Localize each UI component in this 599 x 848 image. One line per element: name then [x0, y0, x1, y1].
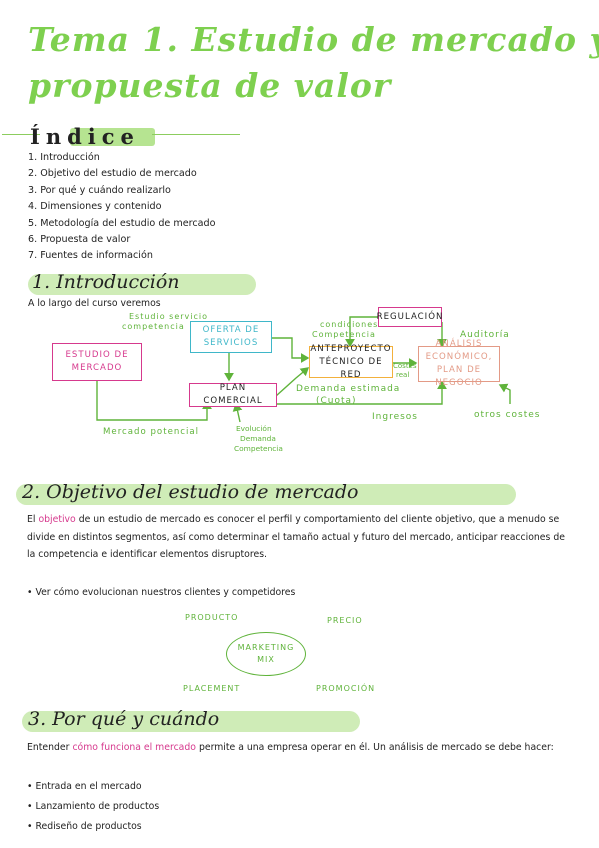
- arrow-plan-to-ante: [275, 367, 310, 397]
- label-evolucion: Evolución: [236, 424, 272, 433]
- arrow-reg-to-ante: [345, 316, 378, 348]
- arrow-plan-to-analisis: [276, 380, 447, 405]
- section2-para-rest: de un estudio de mercado es conocer el p…: [27, 514, 565, 560]
- arrow-oferta-to-ante: [271, 337, 310, 363]
- label-real: real: [396, 371, 410, 379]
- label-ingresos: Ingresos: [372, 412, 418, 422]
- section3-bullet: • Rediseño de productos: [27, 821, 142, 832]
- mix-producto: PRODUCTO: [185, 613, 239, 622]
- index-rule-right: [152, 134, 240, 135]
- section2-bullet: • Ver cómo evolucionan nuestros clientes…: [27, 587, 296, 598]
- box-regulacion: REGULACIÓN: [377, 307, 442, 327]
- label-demanda: Demanda: [240, 434, 276, 443]
- arrow-evolucion-to-plan: [232, 402, 243, 423]
- index-list: 1. Introducción 2. Objetivo del estudio …: [28, 150, 215, 265]
- page-title-line2: propuesta de valor: [28, 66, 392, 105]
- index-item: 7. Fuentes de información: [28, 250, 153, 262]
- flow-diagram: [96, 316, 511, 423]
- label-estudio-servicio: Estudio servicio: [129, 312, 209, 321]
- section3-bullet: • Lanzamiento de productos: [27, 801, 160, 812]
- section3-para-rest: permite a una empresa operar en él. Un a…: [198, 742, 554, 753]
- label-competencia-2: Competencia: [312, 330, 376, 339]
- index-highlight: [70, 128, 155, 146]
- section1-heading: 1. Introducción: [32, 271, 180, 293]
- index-item: 3. Por qué y cuándo realizarlo: [28, 184, 171, 196]
- mix-center: MARKETING MIX: [237, 643, 295, 664]
- index-item: 6. Propuesta de valor: [28, 234, 131, 246]
- box-analisis: ANÁLISIS ECONÓMICO, PLAN DE NEGOCIO: [418, 339, 500, 388]
- box-plan-comercial: PLAN COMERCIAL: [189, 383, 277, 407]
- section2-paragraph: El objetivo de un estudio de mercado es …: [27, 511, 572, 564]
- index-item: 1. Introducción: [28, 152, 100, 163]
- label-condiciones: condiciones: [320, 320, 379, 329]
- label-competencia-3: Competencia: [234, 444, 283, 453]
- box-estudio-mercado: ESTUDIO DE MERCADO: [52, 343, 142, 381]
- mix-placement: PLACEMENT: [183, 684, 241, 693]
- section2-para-highlight: objetivo: [38, 514, 76, 525]
- label-costes: Costes: [393, 362, 417, 370]
- section3-para-highlight: cómo funciona el mercado: [72, 742, 196, 753]
- index-rule-left: [2, 134, 40, 135]
- label-otros-costes: otros costes: [474, 410, 541, 420]
- box-anteproyecto: ANTEPROYECTO TÉCNICO DE RED: [309, 343, 393, 380]
- section2-para-prefix: El: [27, 514, 36, 525]
- section3-heading: 3. Por qué y cuándo: [28, 708, 220, 730]
- page-title-line1: Tema 1. Estudio de mercado y: [28, 20, 599, 59]
- section3-highlight: [22, 711, 360, 732]
- label-cuota: (Cuota): [316, 396, 357, 406]
- section2-highlight: [16, 484, 516, 505]
- arrow-otros-costes: [498, 383, 511, 404]
- label-mercado-potencial: Mercado potencial: [103, 427, 200, 437]
- section3-bullet: • Entrada en el mercado: [27, 781, 142, 792]
- mix-promocion: PROMOCIÓN: [316, 684, 376, 693]
- index-item: 4. Dimensiones y contenido: [28, 201, 162, 213]
- label-competencia: competencia: [122, 322, 185, 331]
- index-item: 5. Metodología del estudio de mercado: [28, 217, 216, 229]
- section2-heading: 2. Objetivo del estudio de mercado: [22, 481, 359, 503]
- box-oferta-servicios: OFERTA DE SERVICIOS: [190, 321, 272, 353]
- mix-precio: PRECIO: [327, 616, 363, 625]
- section3-para-prefix: Entender: [27, 742, 70, 753]
- index-item: 2. Objetivo del estudio de mercado: [28, 168, 197, 180]
- section1-highlight: [28, 274, 256, 295]
- section1-intro: A lo largo del curso veremos: [28, 298, 161, 309]
- label-auditoria: Auditoría: [460, 330, 510, 340]
- arrow-estudio-to-plan: [96, 380, 212, 421]
- mix-ellipse: MARKETING MIX: [226, 632, 306, 676]
- label-demanda-estimada: Demanda estimada: [296, 384, 401, 394]
- section3-paragraph: Entender cómo funciona el mercado permit…: [27, 739, 572, 757]
- index-heading: Índice: [30, 124, 140, 149]
